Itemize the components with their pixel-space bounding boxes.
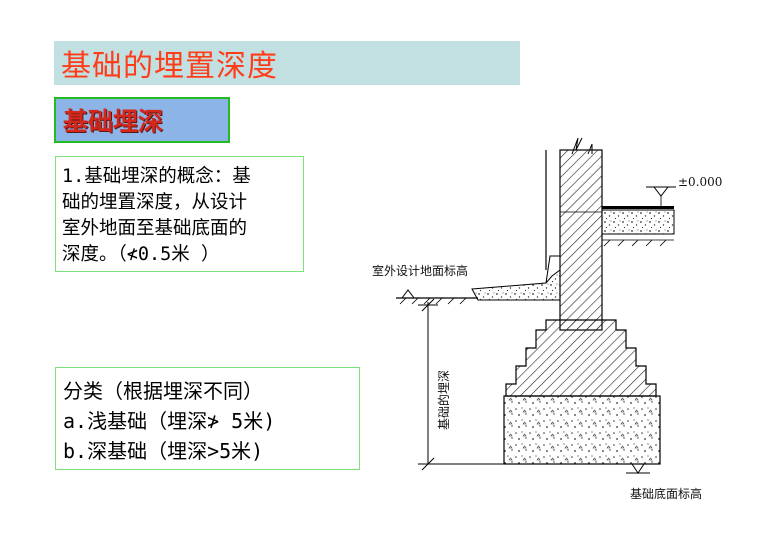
foundation-wall — [545, 137, 603, 331]
elevation-marker — [646, 186, 676, 206]
outdoor-ground — [396, 289, 478, 305]
outdoor-ground-label: 室外设计地面标高 — [372, 263, 468, 278]
shallow-foundation-item: a.浅基础（埋深≯ 5米) — [63, 409, 276, 433]
title-bar: 基础的埋置深度 — [54, 41, 520, 85]
depth-label: 基础的埋深 — [436, 370, 451, 430]
foundation-depth-diagram: ±0.000 室外设计地面标高 基础的埋深 基础底面标高 — [372, 137, 722, 501]
bottom-marker — [626, 463, 650, 474]
concept-text: 1.基础埋深的概念：基 础的埋置深度，从设计 室外地面至基础底面的 深度。（≮0… — [62, 166, 251, 265]
subtitle-box: 基础埋深 — [54, 97, 230, 143]
classification-heading: 分类（根据埋深不同） — [63, 379, 263, 403]
elevation-label: ±0.000 — [678, 175, 722, 189]
concept-box: 1.基础埋深的概念：基 础的埋置深度，从设计 室外地面至基础底面的 深度。（≮0… — [55, 156, 304, 272]
indoor-floor-slab — [601, 206, 675, 247]
outdoor-apron — [471, 255, 561, 301]
bottom-elevation-label: 基础底面标高 — [630, 486, 702, 501]
classification-box: 分类（根据埋深不同） a.浅基础（埋深≯ 5米) b.深基础（埋深>5米) — [55, 367, 360, 470]
stepped-footing — [505, 319, 657, 397]
page-title: 基础的埋置深度 — [61, 49, 278, 84]
deep-foundation-item: b.深基础（埋深>5米) — [63, 439, 264, 463]
section-subtitle: 基础埋深 — [63, 107, 164, 136]
concrete-base — [503, 395, 661, 465]
depth-dimension — [418, 298, 504, 471]
